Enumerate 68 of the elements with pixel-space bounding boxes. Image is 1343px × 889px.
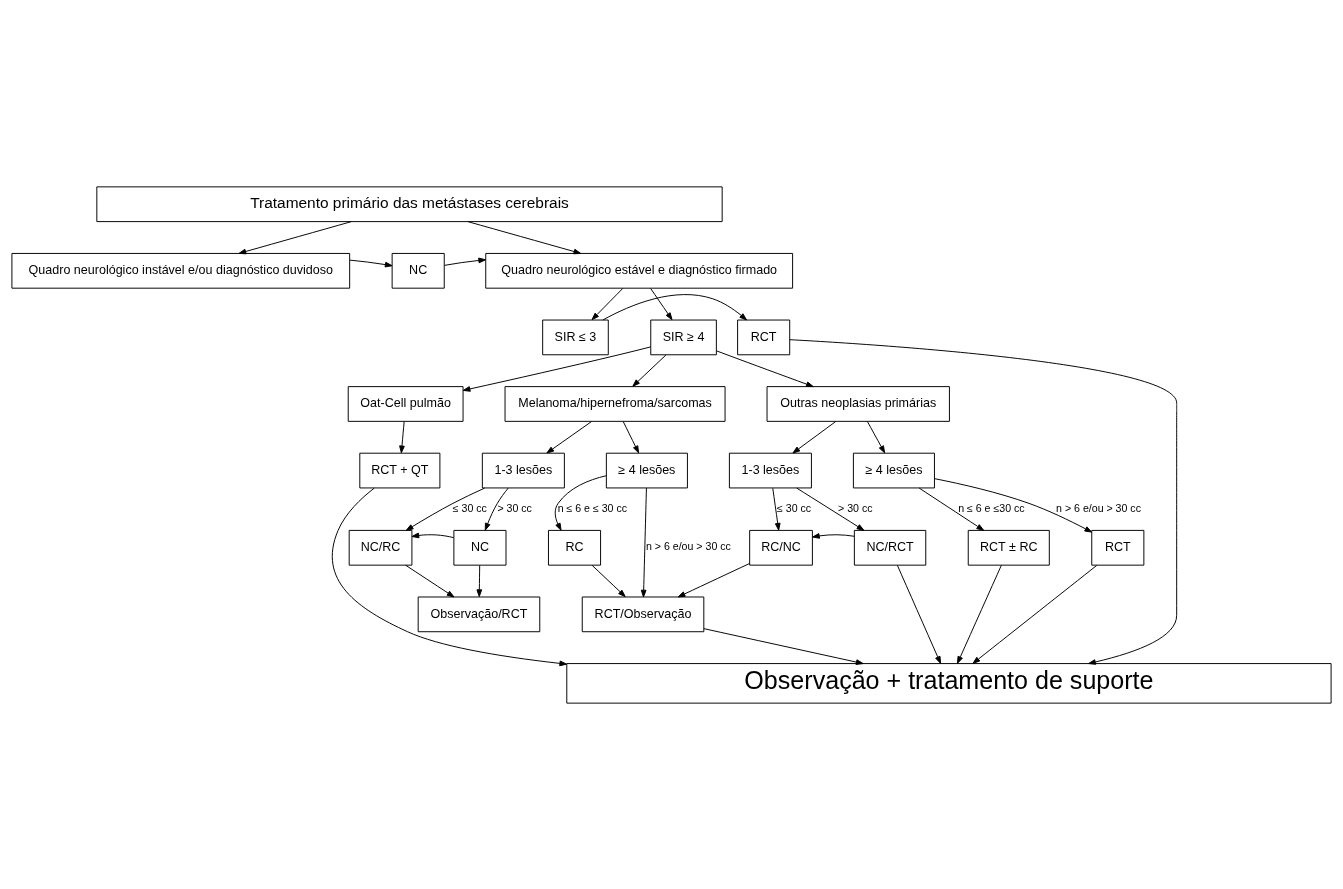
node-box: RCT — [737, 319, 791, 355]
arrow — [444, 257, 487, 266]
arrow — [462, 345, 652, 392]
arrow — [405, 487, 486, 531]
node-box: Tratamento primário das metástases cerebrais — [96, 185, 723, 222]
arrow — [591, 564, 626, 597]
node-box: 1-3 lesões — [481, 452, 565, 488]
node-box: Quadro neurológico estável e diagnóstico firmado — [485, 252, 794, 289]
arrow — [632, 354, 667, 387]
arrow — [602, 293, 748, 320]
edge-label: ≤ 30 cc — [452, 501, 487, 514]
node-box: Observação + tratamento de suporte — [566, 662, 1332, 704]
node-box: ≥ 4 lesões — [852, 452, 935, 488]
node-box: Quadro neurológico instável e/ou diagnóstico duvidoso — [11, 252, 351, 289]
arrow — [591, 287, 624, 320]
node-box: RCT — [1091, 529, 1145, 566]
arrow — [650, 287, 673, 320]
edge-label: n ≤ 6 e ≤ 30 cc — [557, 501, 628, 514]
arrow — [467, 220, 582, 254]
edge-label: n > 6 e/ou > 30 cc — [645, 539, 731, 552]
arrow — [716, 349, 814, 387]
arrow — [812, 532, 855, 539]
arrow — [772, 487, 781, 531]
arrow — [972, 564, 1098, 664]
arrow — [484, 487, 509, 531]
node-box: RCT ± RC — [967, 529, 1050, 566]
node-box: NC/RCT — [853, 529, 927, 566]
arrow — [796, 487, 865, 531]
arrow — [411, 532, 455, 538]
arrow — [399, 420, 405, 453]
node-box: RC — [547, 529, 602, 566]
node-box: Outras neoplasias primárias — [766, 385, 950, 422]
arrow — [554, 474, 607, 531]
node-box: NC — [453, 529, 507, 566]
node-box: Observação/RCT — [417, 596, 541, 632]
edge-label: > 30 cc — [838, 501, 873, 514]
arrow — [934, 477, 1093, 533]
edge-label: n > 6 e/ou > 30 cc — [1056, 501, 1141, 514]
node-box: Oat-Cell pulmão — [347, 385, 464, 422]
node-box: SIR ≥ 4 — [650, 319, 717, 355]
edge-label: ≤ 30 cc — [776, 501, 812, 514]
node-box: SIR ≤ 3 — [542, 319, 609, 355]
arrow — [789, 338, 1178, 665]
edge-label: n ≤ 6 e ≤30 cc — [958, 501, 1025, 514]
arrow — [405, 564, 455, 597]
arrow — [238, 220, 352, 254]
node-box: Melanoma/hipernefroma/sarcomas — [504, 385, 726, 422]
arrow — [349, 259, 393, 267]
arrow — [622, 420, 640, 453]
arrow — [331, 487, 568, 666]
node-box: NC — [391, 252, 445, 289]
node-box: RCT + QT — [359, 452, 441, 488]
arrow — [918, 487, 985, 531]
arrow — [677, 562, 750, 597]
arrow — [640, 487, 647, 597]
arrow — [792, 420, 837, 453]
node-box: 1-3 lesões — [728, 452, 812, 488]
arrow — [546, 420, 592, 453]
arrow — [703, 627, 864, 665]
node-box: NC/RC — [348, 529, 413, 566]
node-box: RCT/Observação — [581, 596, 705, 632]
arrow — [866, 420, 886, 453]
edge-label: > 30 cc — [497, 501, 532, 514]
arrow — [896, 564, 942, 664]
node-box: ≥ 4 lesões — [605, 452, 688, 488]
arrow — [956, 564, 1002, 664]
node-box: RC/NC — [749, 529, 813, 566]
arrow — [476, 564, 483, 597]
